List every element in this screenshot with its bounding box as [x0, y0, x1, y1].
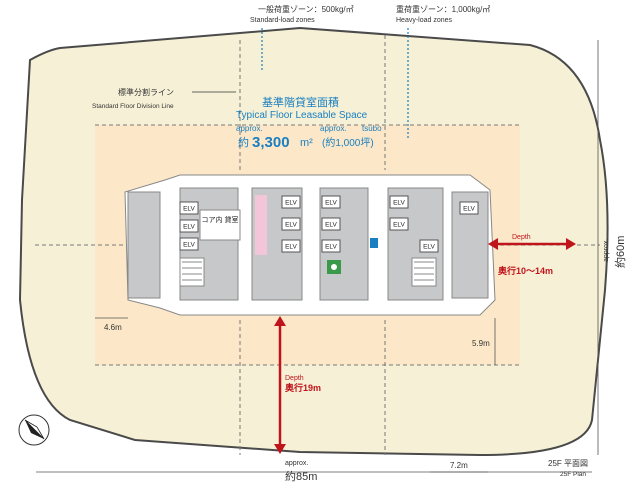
elv-label: ELV — [325, 244, 337, 251]
area-value: 3,300 — [252, 134, 290, 151]
elevators — [179, 195, 479, 253]
heavy-load-en: Heavy-load zones — [396, 17, 453, 24]
elv-label: ELV — [285, 222, 297, 229]
area-unit: m² — [300, 137, 313, 149]
plan-label-ja: 25F 平面図 — [548, 459, 588, 468]
division-line-ja: 標準分割ライン — [118, 87, 174, 97]
elv-label: ELV — [463, 206, 475, 213]
depth-side-en: Depth — [512, 234, 531, 241]
core-rental-room — [199, 209, 241, 241]
elv-label: ELV — [285, 244, 297, 251]
toilet-icon — [370, 238, 378, 248]
leasable-title-en: Typical Floor Leasable Space — [236, 110, 368, 121]
elv-label: ELV — [183, 242, 195, 249]
standard-load-ja: 一般荷重ゾーン：500kg/㎡ — [258, 4, 354, 14]
elv-label: ELV — [325, 222, 337, 229]
north-arrow-icon — [18, 414, 50, 446]
depth-side-arrow: Depth 奥行10～14m — [488, 234, 576, 276]
depth-side-ja: 奥行10～14m — [497, 265, 553, 276]
left-gap-dimension: 4.6m — [104, 323, 122, 332]
area-prefix: 約 — [238, 135, 249, 149]
leasable-area: 基準階貸室面積 Typical Floor Leasable Space app… — [236, 95, 382, 151]
core-rental-label: コア内 貸室 — [202, 215, 239, 224]
height-dimension: 約60m — [613, 236, 627, 268]
height-approx: approx. — [603, 239, 610, 262]
depth-south-en: Depth — [285, 375, 304, 382]
leasable-title-ja: 基準階貸室面積 — [262, 95, 339, 109]
approx-label: approx. — [236, 124, 263, 133]
approx-tsubo-label: approx. — [320, 124, 347, 133]
heavy-load-callout: 重荷重ゾーン：1,000kg/㎡ Heavy-load zones — [396, 4, 490, 140]
elv-label: ELV — [183, 206, 195, 213]
depth-south-arrow: Depth 奥行19m — [274, 316, 321, 454]
elv-label: ELV — [325, 200, 337, 207]
division-line-callout: 標準分割ライン Standard Floor Division Line — [92, 87, 236, 110]
elv-label: ELV — [393, 200, 405, 207]
width-approx: approx. — [285, 460, 308, 467]
bottom-bay-dimension: 7.2m — [450, 461, 468, 470]
depth-south-ja: 奥行19m — [284, 382, 321, 393]
elv-label: ELV — [285, 200, 297, 207]
elv-label: ELV — [393, 222, 405, 229]
elv-label: ELV — [423, 244, 435, 251]
tsubo-label: tsubo — [362, 124, 382, 133]
plan-label-en: 25F Plan — [560, 471, 586, 478]
tsubo-value: (約1,000坪) — [322, 136, 374, 149]
standard-load-callout: 一般荷重ゾーン：500kg/㎡ Standard-load zones — [250, 4, 354, 70]
elv-label: ELV — [183, 224, 195, 231]
right-gap-dimension: 5.9m — [472, 339, 490, 348]
standard-load-en: Standard-load zones — [250, 17, 315, 24]
width-dimension: 約85m — [285, 469, 317, 483]
division-line-en: Standard Floor Division Line — [92, 103, 174, 110]
heavy-load-ja: 重荷重ゾーン：1,000kg/㎡ — [396, 4, 490, 14]
